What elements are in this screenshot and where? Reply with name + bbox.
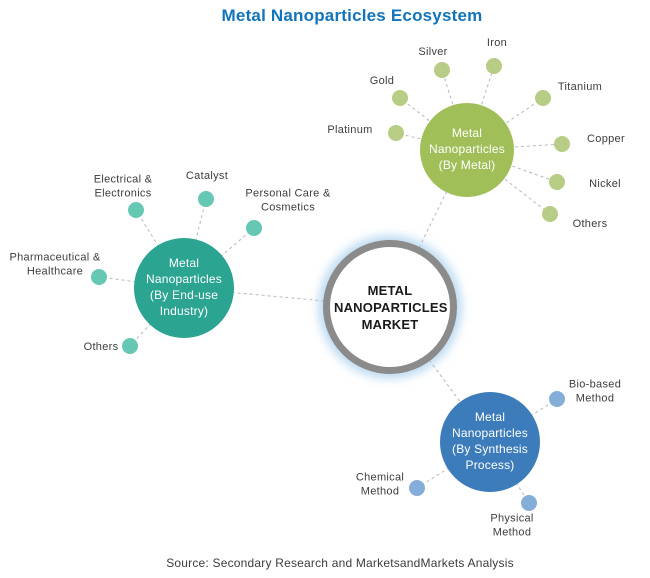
hub-by-end-use-label: Metal Nanoparticles (By End-use Industry…	[146, 256, 222, 318]
satellite-label-personal-care: Personal Care & Cosmetics	[245, 187, 331, 213]
hub-by-synthesis-process: Metal Nanoparticles (By Synthesis Proces…	[440, 392, 540, 492]
hub-by-synthesis-label: Metal Nanoparticles (By Synthesis Proces…	[452, 410, 528, 472]
satellite-dot-gold	[392, 90, 408, 106]
satellite-dot-platinum	[388, 125, 404, 141]
hub-by-end-use-industry: Metal Nanoparticles (By End-use Industry…	[134, 238, 234, 338]
satellite-dot-pharma	[91, 269, 107, 285]
satellite-dot-nickel	[549, 174, 565, 190]
satellite-dot-copper	[554, 136, 570, 152]
satellite-label-others-metal: Others	[572, 218, 608, 231]
satellite-label-copper: Copper	[587, 133, 625, 146]
hub-by-metal: Metal Nanoparticles (By Metal)	[420, 103, 514, 197]
satellite-dot-bio-based	[549, 391, 565, 407]
satellite-dot-electrical	[128, 202, 144, 218]
satellite-label-electrical: Electrical & Electronics	[93, 173, 153, 199]
spoke-metal-nickel	[466, 149, 558, 183]
satellite-label-silver: Silver	[418, 46, 448, 59]
satellite-label-pharma: Pharmaceutical & Healthcare	[9, 251, 101, 277]
satellite-label-chemical: Chemical Method	[355, 471, 405, 497]
satellite-label-iron: Iron	[486, 37, 508, 50]
satellite-dot-iron	[486, 58, 502, 74]
source-note: Source: Secondary Research and Marketsan…	[166, 556, 514, 570]
satellite-label-nickel: Nickel	[589, 178, 621, 191]
satellite-label-catalyst: Catalyst	[185, 170, 229, 183]
satellite-dot-personal-care	[246, 220, 262, 236]
satellite-dot-silver	[434, 62, 450, 78]
satellite-label-physical: Physical Method	[490, 512, 534, 538]
diagram-title: Metal Nanoparticles Ecosystem	[221, 6, 483, 25]
satellite-dot-chemical	[409, 480, 425, 496]
satellite-label-others-enduse: Others	[83, 341, 119, 354]
central-node-label: METAL NANOPARTICLES MARKET	[334, 282, 448, 332]
satellite-dot-physical	[521, 495, 537, 511]
spoke-metal-copper	[466, 143, 563, 151]
central-node-market: METAL NANOPARTICLES MARKET	[323, 240, 457, 374]
satellite-label-bio-based: Bio-based Method	[568, 378, 622, 404]
satellite-dot-others-metal	[542, 206, 558, 222]
satellite-label-gold: Gold	[369, 75, 395, 88]
satellite-label-titanium: Titanium	[557, 81, 603, 94]
hub-by-metal-label: Metal Nanoparticles (By Metal)	[429, 126, 505, 172]
satellite-dot-catalyst	[198, 191, 214, 207]
connector-center-enduse	[183, 287, 391, 308]
satellite-dot-titanium	[535, 90, 551, 106]
satellite-dot-others-enduse	[122, 338, 138, 354]
satellite-label-platinum: Platinum	[327, 124, 373, 137]
